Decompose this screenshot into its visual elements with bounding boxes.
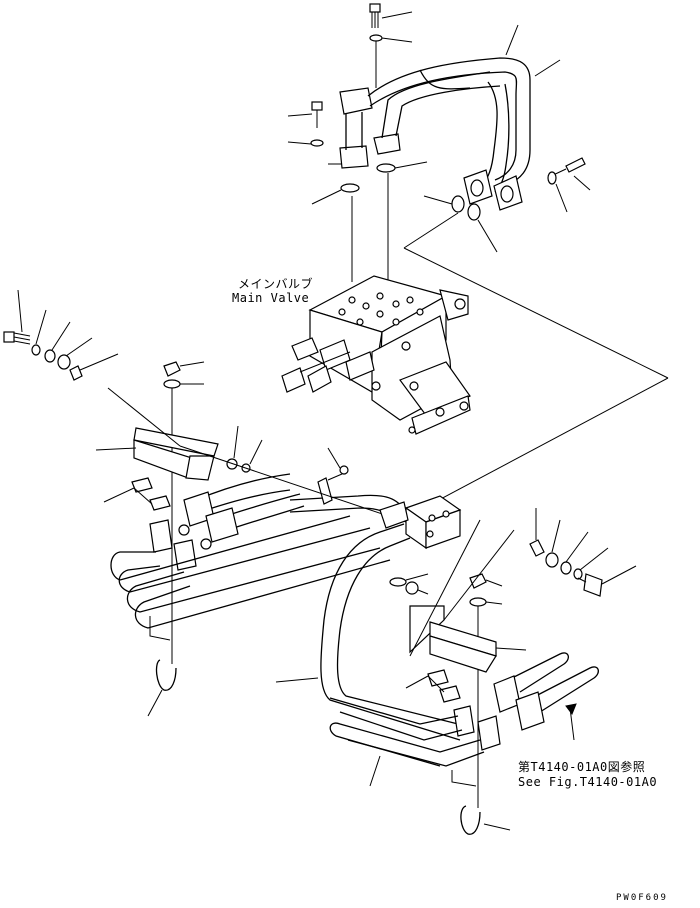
left-pipe-assembly [3, 289, 419, 717]
joint-block [320, 495, 467, 741]
main-valve-label-en: Main Valve [232, 291, 310, 305]
reference-label-jp: 第T4140-01A0図参照 [518, 760, 646, 774]
main-valve-label-jp: メインバルブ [238, 277, 314, 291]
mounting-plates [149, 616, 477, 787]
right-pipe-assembly [275, 508, 637, 835]
drawing-code: PW0F609 [616, 893, 668, 903]
top-pipe-assembly [287, 3, 669, 511]
main-valve-body [281, 275, 471, 435]
reference-label-en: See Fig.T4140-01A0 [518, 775, 658, 789]
